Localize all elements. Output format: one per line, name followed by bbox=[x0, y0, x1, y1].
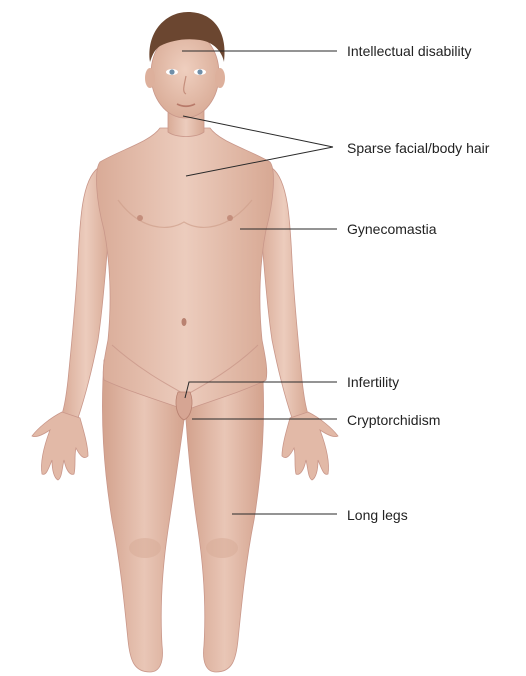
leader-line-infertility bbox=[184, 381, 337, 399]
right-hand bbox=[281, 411, 339, 481]
label-long-legs: Long legs bbox=[347, 507, 408, 523]
left-leg bbox=[102, 359, 187, 673]
mouth bbox=[176, 103, 196, 108]
genitals bbox=[175, 391, 193, 421]
right-arm bbox=[259, 167, 309, 419]
legs bbox=[102, 359, 264, 673]
nose bbox=[183, 75, 187, 95]
hair bbox=[149, 12, 225, 62]
left-arm bbox=[61, 167, 111, 419]
right-ear bbox=[215, 68, 225, 88]
label-gynecomastia: Gynecomastia bbox=[347, 221, 437, 237]
label-infertility: Infertility bbox=[347, 374, 400, 390]
leader-line-sparse-hair-face bbox=[182, 115, 334, 148]
head bbox=[145, 12, 225, 119]
label-cryptorchidism: Cryptorchidism bbox=[347, 412, 441, 428]
leader-line-sparse-hair-body bbox=[185, 146, 334, 177]
arms bbox=[31, 167, 339, 481]
navel bbox=[181, 318, 187, 326]
right-iris bbox=[197, 69, 203, 75]
torso-body bbox=[96, 127, 274, 411]
left-iris bbox=[169, 69, 175, 75]
torso bbox=[96, 127, 274, 421]
left-nipple bbox=[137, 215, 143, 221]
left-hand bbox=[31, 411, 89, 481]
right-knee bbox=[206, 538, 238, 558]
right-nipple bbox=[227, 215, 233, 221]
label-sparse-facial-body-hair: Sparse facial/body hair bbox=[347, 140, 490, 156]
left-knee bbox=[129, 538, 161, 558]
left-ear bbox=[145, 68, 155, 88]
label-intellectual-disability: Intellectual disability bbox=[347, 43, 472, 59]
right-leg bbox=[185, 359, 264, 673]
leader-lines bbox=[182, 50, 337, 515]
